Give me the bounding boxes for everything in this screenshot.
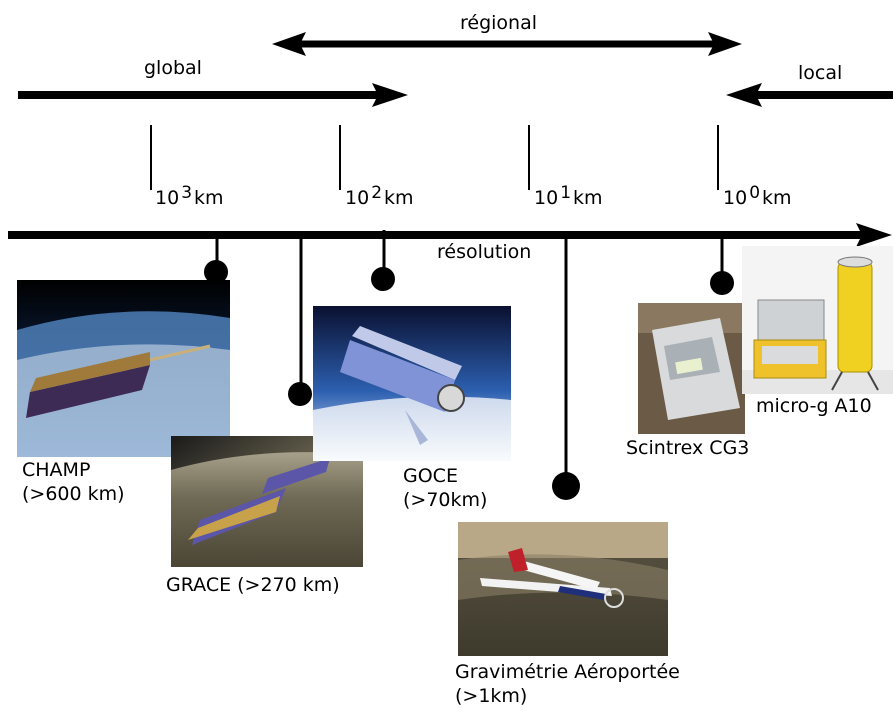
airborne-image <box>458 522 668 656</box>
local-arrow <box>726 83 893 107</box>
resolution-axis <box>8 223 892 247</box>
resolution-label: résolution <box>437 241 532 263</box>
champ-image <box>17 280 230 457</box>
airborne-name: Gravimétrie Aéroportée <box>455 661 680 683</box>
global-label: global <box>144 57 202 79</box>
goce-detail: (>70km) <box>403 489 488 511</box>
champ-pin <box>204 235 228 284</box>
local-label: local <box>798 62 843 84</box>
regional-arrow <box>272 32 742 56</box>
grace-pin <box>288 235 312 406</box>
global-arrow <box>18 83 408 107</box>
airborne-label: Gravimétrie Aéroportée (>1km) <box>455 660 680 708</box>
goce-name: GOCE <box>403 465 458 487</box>
airborne-pin <box>552 235 580 500</box>
regional-label: régional <box>460 12 538 34</box>
scintrex-image <box>638 303 745 434</box>
champ-detail: (>600 km) <box>22 483 125 505</box>
champ-name: CHAMP <box>22 459 91 481</box>
airborne-detail: (>1km) <box>455 685 528 707</box>
champ-label: CHAMP (>600 km) <box>22 458 125 506</box>
cg3-pin <box>710 238 734 295</box>
grace-label: GRACE (>270 km) <box>166 574 340 596</box>
microg-image <box>742 246 893 394</box>
goce-label: GOCE (>70km) <box>403 464 487 512</box>
grace-image <box>171 436 363 567</box>
goce-image <box>313 306 511 461</box>
scintrex-label: Scintrex CG3 <box>626 437 750 459</box>
goce-pin <box>371 230 395 291</box>
microg-label: micro-g A10 <box>756 395 872 417</box>
